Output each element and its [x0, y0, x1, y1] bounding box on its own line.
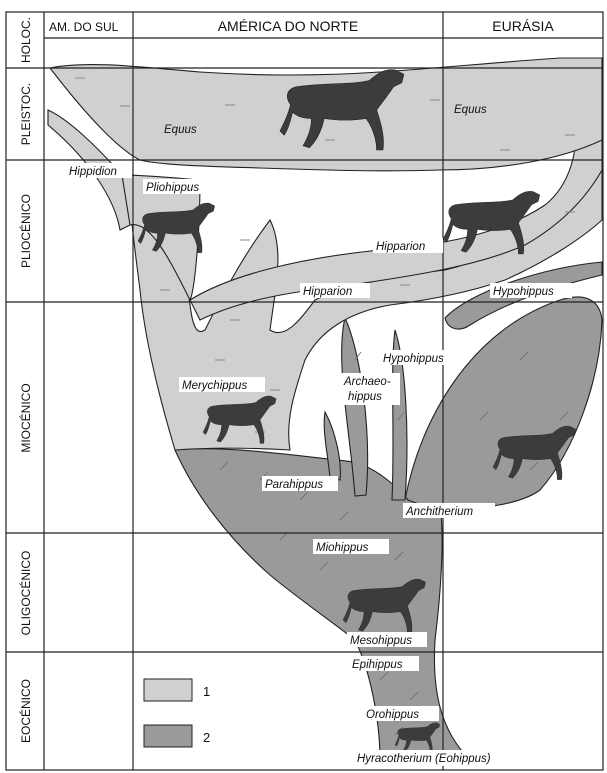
label-parahippus: Parahippus [265, 479, 323, 491]
label-hypohippus-eurasia: Hypohippus [493, 286, 554, 298]
legend-label-dark: 2 [203, 730, 210, 745]
label-hipparion-eurasia: Hipparion [376, 241, 425, 253]
label-epihippus: Epihippus [352, 659, 403, 671]
label-hypohippus-na: Hypohippus [383, 353, 444, 365]
label-mesohippus: Mesohippus [350, 635, 412, 647]
label-merychippus: Merychippus [182, 380, 247, 392]
label-anchitherium: Anchitherium [405, 506, 474, 518]
column-header-eurasia: EURÁSIA [492, 18, 554, 34]
epoch-pleistocene: PLEISTOC. [19, 83, 33, 145]
legend-swatch-light [144, 679, 192, 701]
column-header-north-america: AMÉRICA DO NORTE [218, 18, 359, 34]
epoch-holocene: HOLOC. [19, 17, 33, 63]
legend: 1 2 [144, 679, 210, 747]
label-hippidion: Hippidion [69, 166, 117, 178]
label-equus-eurasia: Equus [454, 104, 487, 116]
column-header-south-america: AM. DO SUL [49, 20, 119, 34]
label-orohippus: Orohippus [366, 709, 419, 721]
label-archaeohippus-line1: Archaeo- [343, 376, 391, 388]
epoch-miocene: MIOCÉNICO [18, 383, 33, 452]
label-archaeohippus-line2: hippus [348, 391, 382, 403]
label-hipparion-na: Hipparion [303, 286, 352, 298]
anchitherium-eurasia-branch [405, 297, 602, 509]
legend-swatch-dark [144, 725, 192, 747]
label-hyracotherium: Hyracotherium (Eohippus) [357, 753, 491, 765]
label-pliohippus: Pliohippus [146, 182, 199, 194]
legend-label-light: 1 [203, 684, 210, 699]
epoch-oligocene: OLIGOCÉNICO [18, 551, 33, 636]
epoch-pliocene: PLIOCÉNICO [18, 194, 33, 268]
label-equus-na: Equus [164, 124, 197, 136]
epoch-eocene: EOCÉNICO [18, 679, 33, 743]
label-miohippus: Miohippus [316, 542, 369, 554]
